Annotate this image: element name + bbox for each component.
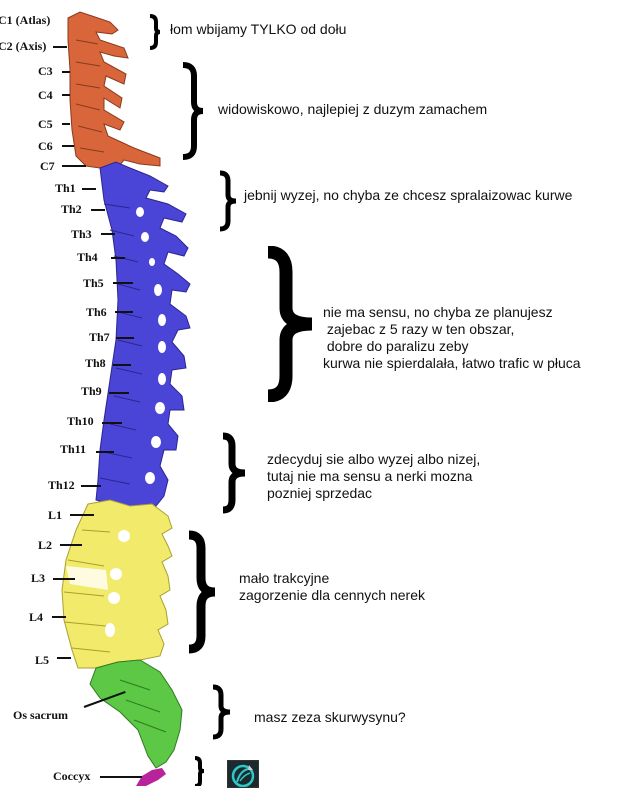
annotation-lower-thoracic: zdecyduj sie albo wyzej albo nizej, tuta… [267,451,481,501]
label-th6: Th6 [86,305,107,319]
tick-l1 [70,514,94,516]
tick-th6 [115,311,133,313]
annotation-lumbar: mało trakcyjne zagorzenie dla cennych ne… [239,570,426,603]
tick-l4 [52,616,66,618]
label-l5: L5 [35,653,50,667]
label-c1: C1 (Atlas) [0,13,51,27]
brace-1 [149,14,161,50]
label-th2: Th2 [61,202,82,216]
cervical-vertebrae [67,11,161,171]
label-c5: C5 [38,117,53,131]
label-th11: Th11 [60,442,87,456]
tick-th4 [111,257,125,259]
tick-c6 [62,145,74,147]
label-os-sacrum: Os sacrum [13,708,68,722]
coccyx [136,768,166,786]
label-th1: Th1 [55,181,76,195]
tick-th5 [113,282,133,284]
label-l2: L2 [38,538,53,552]
label-c2: C2 (Axis) [0,39,47,53]
label-c3: C3 [38,64,53,78]
label-th5: Th5 [83,276,104,290]
label-c6: C6 [38,139,53,153]
brace-2 [182,62,204,160]
label-th8: Th8 [85,356,106,370]
tick-th11 [96,451,114,453]
label-l1: L1 [48,508,63,522]
tick-th3 [101,233,115,235]
annotation-c1-c2: łom wbijamy TYLKO od dołu [170,21,347,37]
tick-l5 [57,657,71,659]
game-ability-icon [227,760,259,788]
label-coccyx: Coccyx [53,769,91,783]
brace-8 [194,756,205,786]
tick-c3 [62,71,70,73]
brace-3 [219,170,237,232]
tick-th1 [82,188,96,190]
annotation-cervical: widowiskowo, najlepiej z duzym zamachem [218,101,488,117]
tick-th8 [113,364,131,366]
tick-l2 [60,544,82,546]
tick-c4 [62,94,70,96]
lumbar-vertebrae [61,499,173,669]
tick-coccyx [100,776,142,778]
tick-th7 [116,337,134,339]
label-c4: C4 [38,88,53,102]
label-th3: Th3 [71,227,92,241]
tick-c2 [53,46,67,48]
brace-5 [222,432,246,514]
label-c7: C7 [40,159,55,173]
brace-4 [267,246,313,402]
annotation-upper-thoracic: jebnij wyzej, no chyba ze chcesz spralai… [244,187,573,203]
brace-6 [188,530,216,654]
tick-th12 [81,485,101,487]
label-th9: Th9 [81,384,102,398]
label-l3: L3 [31,571,46,585]
label-th10: Th10 [67,414,94,428]
thoracic-vertebrae [95,161,191,507]
label-th12: Th12 [48,478,75,492]
tick-th2 [91,209,105,211]
brace-7 [212,684,231,740]
annotation-sacrum: masz zeza skurwysynu? [254,709,406,725]
label-th4: Th4 [77,250,98,264]
label-l4: L4 [29,610,44,624]
sacrum [89,659,183,769]
annotation-mid-thoracic: nie ma sensu, no chyba ze planujesz zaje… [323,304,581,371]
tick-th10 [102,422,122,424]
tick-l3 [53,578,75,580]
tick-th9 [109,392,129,394]
tick-c5 [62,123,70,125]
label-th7: Th7 [89,330,110,344]
tick-c7 [62,165,86,167]
